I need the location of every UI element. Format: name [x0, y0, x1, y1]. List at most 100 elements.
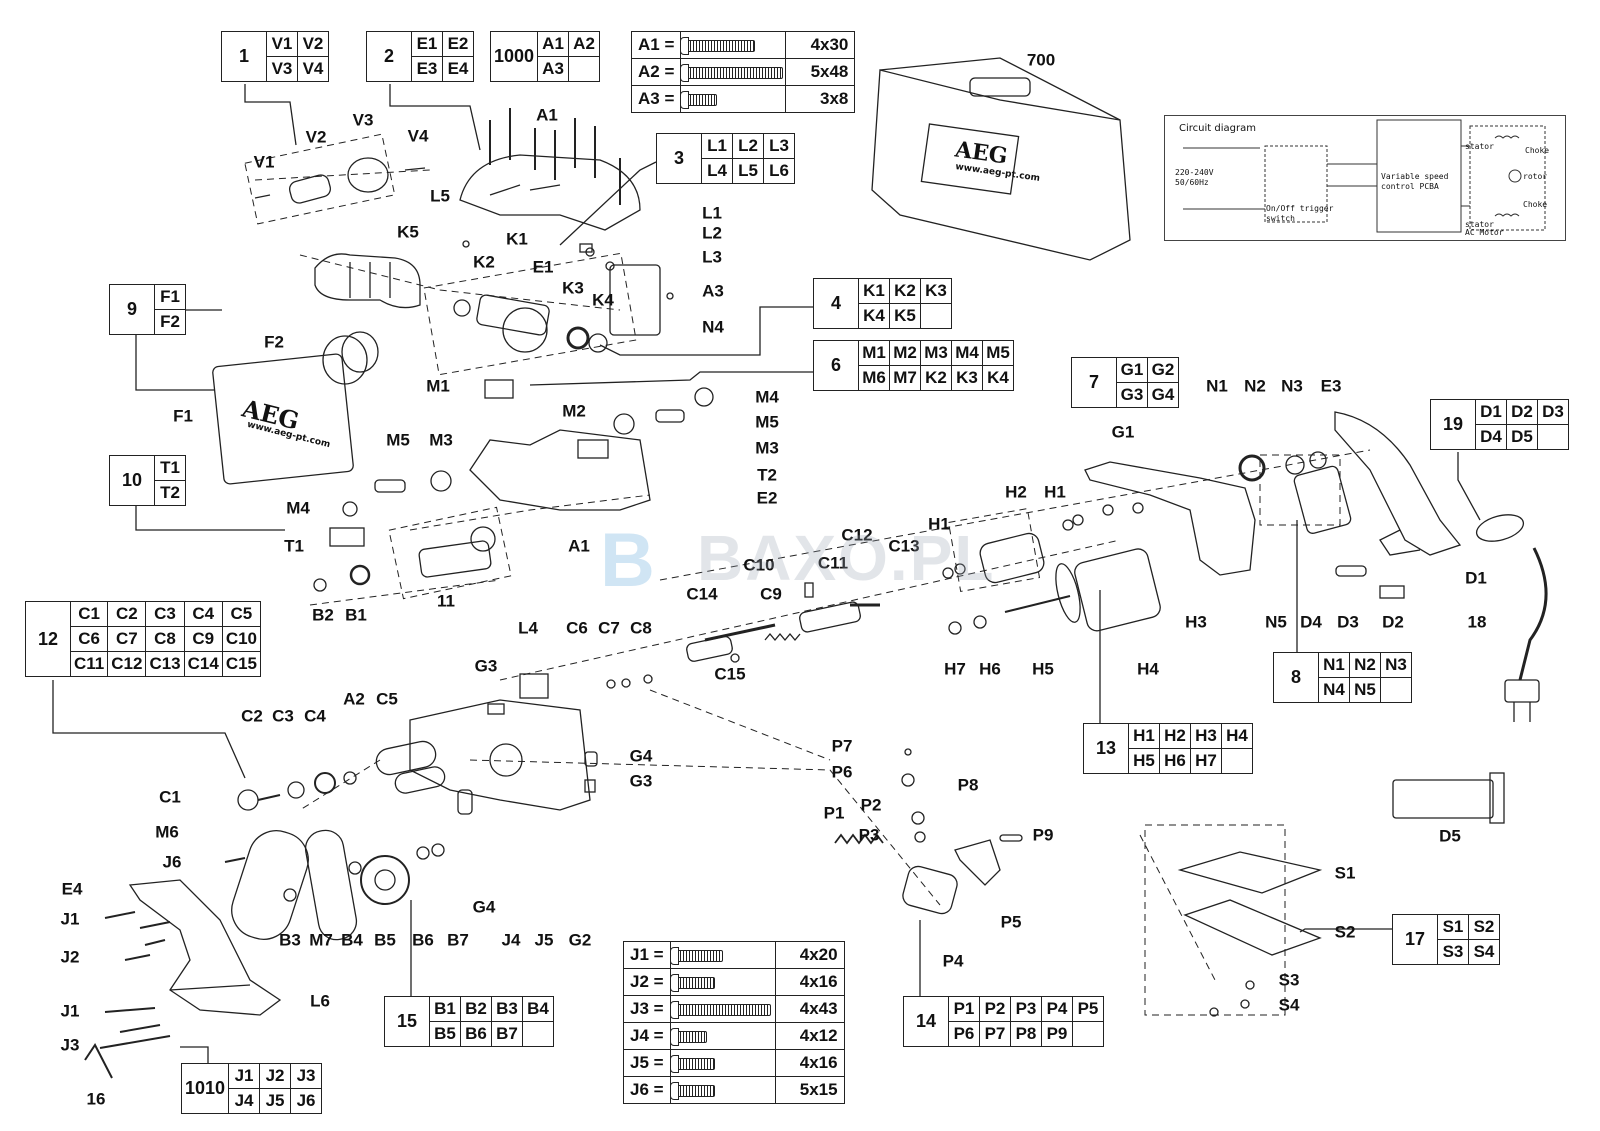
kit-part-cell: M6 [858, 365, 890, 391]
kit-part-cell: L1 [701, 133, 733, 159]
kit-part-cell: A2 [568, 31, 601, 57]
kit-part-cell: K4 [858, 303, 890, 329]
kit-number: 8 [1273, 652, 1319, 703]
kit-part-cell: H4 [1221, 723, 1253, 749]
part-label: P3 [858, 825, 880, 845]
kit-part-cell: C8 [145, 626, 185, 652]
rotor-text: rotor [1523, 172, 1548, 181]
part-label: C8 [630, 618, 652, 638]
part-label: 16 [86, 1089, 106, 1109]
kit-part-cell: K3 [920, 278, 952, 304]
kit-part-cell: M3 [920, 340, 952, 366]
part-label: B6 [412, 930, 434, 950]
part-label: K2 [473, 252, 495, 272]
kit-part-cell [1537, 424, 1569, 450]
kit-part-cell: P2 [979, 996, 1011, 1022]
part-label: M5 [386, 430, 410, 450]
kit-part-cell: L5 [732, 158, 764, 184]
kit-part-cell: C10 [221, 626, 262, 652]
part-label: C4 [304, 706, 326, 726]
kit-part-cell [1072, 1021, 1104, 1047]
kit-part-cell: L2 [732, 133, 764, 159]
circuit-wiring [1183, 119, 1546, 233]
part-label: L4 [518, 618, 538, 638]
part-label: C12 [841, 525, 873, 545]
screw-icon [669, 1081, 715, 1100]
kit-part-cell: V1 [266, 31, 298, 57]
kit-part-cell: E2 [442, 31, 474, 57]
kit-part-cell: K1 [858, 278, 890, 304]
kit-part-cell: C12 [107, 651, 147, 677]
kit-part-cell: C2 [107, 601, 147, 627]
part-label: P4 [942, 951, 964, 971]
kit-part-cell: K2 [889, 278, 921, 304]
part-label: C3 [272, 706, 294, 726]
part-label: H4 [1137, 659, 1159, 679]
screw-icon [680, 31, 787, 59]
part-label: P9 [1032, 825, 1054, 845]
part-label: H7 [944, 659, 966, 679]
part-label: C14 [686, 584, 718, 604]
screw-icon [669, 973, 715, 992]
kit-number: 19 [1430, 399, 1476, 450]
kit-part-cell: K3 [951, 365, 983, 391]
part-label: V3 [352, 110, 374, 130]
kit-part-cell: G4 [1147, 382, 1179, 408]
screw-size: 4x16 [774, 968, 845, 996]
part-label: G4 [472, 897, 496, 917]
kit-part-cell: H1 [1128, 723, 1160, 749]
kit-part-cell: J3 [290, 1063, 323, 1089]
part-label: K3 [562, 278, 584, 298]
screw-icon [669, 995, 776, 1023]
kit-number: 15 [384, 996, 430, 1047]
screw-icon [669, 1076, 776, 1104]
screw-size: 4x20 [774, 941, 845, 969]
part-label: V2 [305, 127, 327, 147]
part-label: M6 [155, 822, 179, 842]
screw-size: 3x8 [785, 85, 856, 113]
kit-part-cell: E1 [411, 31, 443, 57]
kit-part-cell: N4 [1318, 677, 1350, 703]
kit-part-cell [1380, 677, 1412, 703]
part-label: H1 [928, 514, 950, 534]
kit-part-cell: H6 [1159, 748, 1191, 774]
part-label: S4 [1278, 995, 1300, 1015]
kit-part-cell: E3 [411, 56, 443, 82]
kit-part-cell: B4 [522, 996, 554, 1022]
part-label: N4 [702, 317, 724, 337]
part-label: M4 [755, 387, 779, 407]
part-label: C6 [566, 618, 588, 638]
part-label: D5 [1439, 826, 1461, 846]
kit-part-cell: D1 [1475, 399, 1507, 425]
kit-part-cell: G1 [1116, 357, 1148, 383]
kit-part-cell [920, 303, 952, 329]
part-label: L1 [702, 203, 722, 223]
kit-part-cell: P5 [1072, 996, 1104, 1022]
part-label: F2 [264, 332, 284, 352]
part-label: P5 [1000, 912, 1022, 932]
screw-size: 4x30 [785, 31, 856, 59]
part-label: B3 [279, 930, 301, 950]
kit-part-cell [568, 56, 601, 82]
kit-part-cell: F2 [154, 309, 186, 335]
screw-icon [680, 63, 784, 82]
part-label: G3 [629, 771, 653, 791]
screw-id: J1 = [623, 941, 671, 969]
motor-text: AC Motor [1465, 228, 1504, 237]
part-label: A1 [568, 536, 590, 556]
kit-part-cell: P7 [979, 1021, 1011, 1047]
part-label: G4 [629, 746, 653, 766]
screw-icon [669, 968, 776, 996]
part-label: N1 [1206, 376, 1228, 396]
kit-part-cell: S1 [1437, 914, 1469, 940]
screw-icon [669, 1000, 771, 1019]
part-label: B4 [341, 930, 363, 950]
screw-id: J2 = [623, 968, 671, 996]
kit-part-cell: D2 [1506, 399, 1538, 425]
circuit-diagram: Circuit diagram 220-240V 50/60Hz On/Off … [1164, 115, 1566, 241]
kit-part-cell: B6 [460, 1021, 492, 1047]
kit-part-cell: C3 [145, 601, 185, 627]
kit-part-cell: C15 [221, 651, 262, 677]
kit-part-cell: J2 [259, 1063, 292, 1089]
